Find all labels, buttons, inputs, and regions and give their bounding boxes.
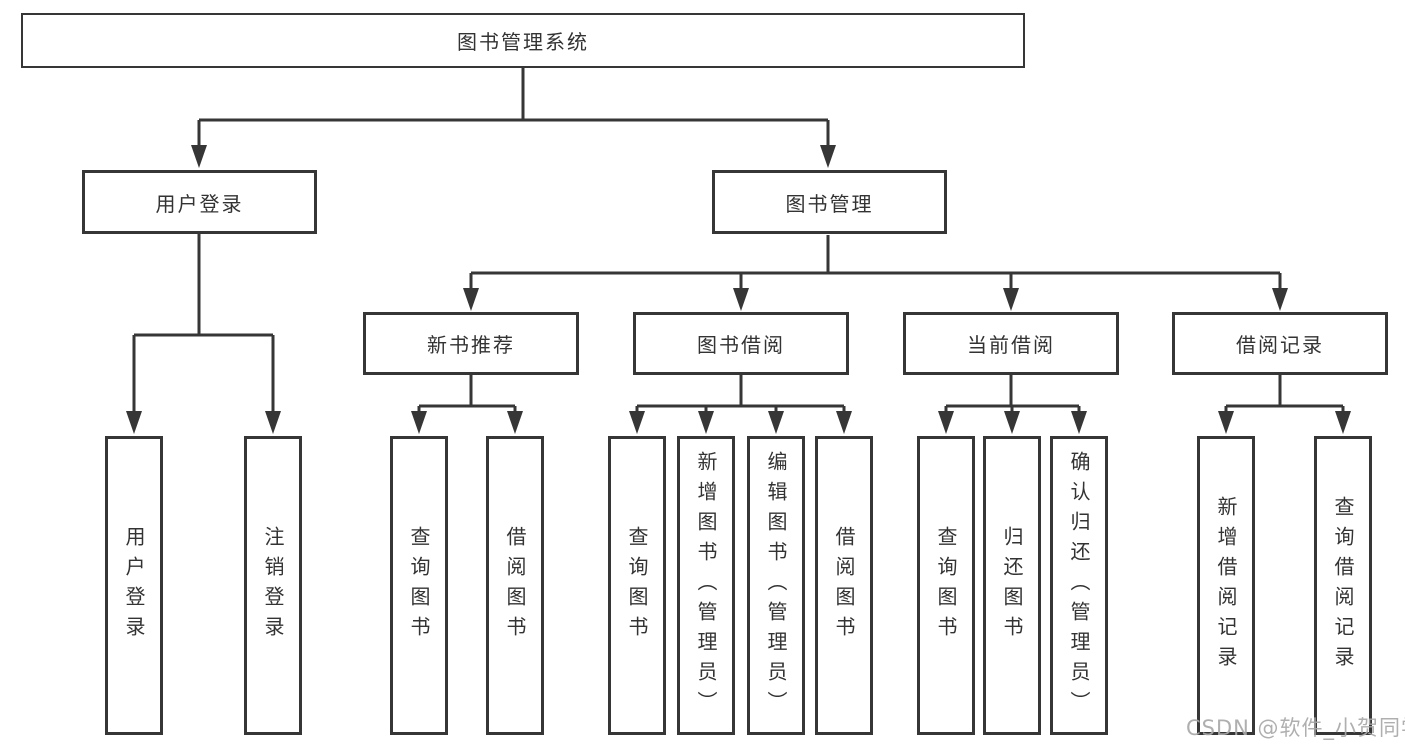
connector-root-to-level2 [197, 68, 830, 147]
leaf-query-books-3: 查询图书 [917, 436, 975, 735]
leaf-add-borrow-record: 新增借阅记录 [1197, 436, 1255, 735]
leaf-logout: 注销登录 [244, 436, 302, 735]
arrowhead [768, 411, 784, 434]
watermark: CSDN @软件_小贺同学 [1186, 716, 1405, 740]
arrowhead [1003, 288, 1019, 311]
arrowhead [733, 288, 749, 311]
leaf-query-books-1: 查询图书 [390, 436, 448, 735]
connector-book-borrowing-to-leaves [635, 375, 846, 413]
connector-new-book-to-leaves [417, 375, 517, 413]
arrowhead [265, 411, 281, 434]
leaf-query-books-2: 查询图书 [608, 436, 666, 735]
leaf-label: 查询图书 [934, 525, 958, 646]
node-book-management: 图书管理 [712, 170, 947, 234]
node-label: 新书推荐 [427, 333, 515, 357]
arrowhead [629, 411, 645, 434]
leaf-label: 归还图书 [1000, 525, 1024, 646]
leaf-confirm-return-admin: 确认归还（管理员） [1050, 436, 1108, 735]
arrowhead [1272, 288, 1288, 311]
arrowhead [507, 411, 523, 434]
arrowhead [938, 411, 954, 434]
leaf-label: 注销登录 [261, 525, 285, 646]
arrowhead [191, 145, 207, 168]
node-label: 用户登录 [155, 191, 244, 216]
leaf-label: 用户登录 [122, 525, 146, 646]
arrowhead [411, 411, 427, 434]
leaf-label: 查询图书 [625, 525, 649, 646]
arrowhead [1004, 411, 1020, 434]
leaf-label: 确认归还（管理员） [1067, 450, 1091, 721]
node-label: 借阅记录 [1236, 333, 1324, 357]
arrowhead [698, 411, 714, 434]
node-library-management-system: 图书管理系统 [21, 13, 1025, 68]
leaf-label: 借阅图书 [503, 525, 527, 646]
leaf-borrow-books-1: 借阅图书 [486, 436, 544, 735]
node-label: 图书借阅 [697, 333, 785, 357]
arrowhead [820, 145, 836, 168]
arrowhead [126, 411, 142, 434]
arrowhead [1071, 411, 1087, 434]
leaf-return-books: 归还图书 [983, 436, 1041, 735]
node-borrowing-records: 借阅记录 [1172, 312, 1388, 375]
leaf-label: 查询图书 [407, 525, 431, 646]
leaf-add-book-admin: 新增图书（管理员） [677, 436, 735, 735]
arrowhead [1218, 411, 1234, 434]
node-label: 当前借阅 [967, 333, 1055, 357]
connector-current-borrowing-to-leaves [944, 375, 1081, 413]
leaf-label: 编辑图书（管理员） [764, 450, 788, 721]
node-label: 图书管理系统 [457, 30, 589, 54]
connector-user-login-to-leaves [132, 233, 275, 413]
node-new-book-recommend: 新书推荐 [363, 312, 579, 375]
node-book-borrowing: 图书借阅 [633, 312, 849, 375]
arrowhead [836, 411, 852, 434]
leaf-label: 查询借阅记录 [1331, 495, 1355, 676]
leaf-user-login: 用户登录 [105, 436, 163, 735]
leaf-label: 新增图书（管理员） [694, 450, 718, 721]
arrowhead [463, 288, 479, 311]
connector-borrow-records-to-leaves [1224, 375, 1345, 413]
node-label: 图书管理 [785, 191, 874, 216]
leaf-label: 新增借阅记录 [1214, 495, 1238, 676]
arrowhead [1335, 411, 1351, 434]
leaf-borrow-books-2: 借阅图书 [815, 436, 873, 735]
node-current-borrowing: 当前借阅 [903, 312, 1119, 375]
leaf-edit-book-admin: 编辑图书（管理员） [747, 436, 805, 735]
connector-book-mgmt-to-level3 [469, 235, 1282, 290]
leaf-query-borrow-record: 查询借阅记录 [1314, 436, 1372, 735]
leaf-label: 借阅图书 [832, 525, 856, 646]
node-user-login: 用户登录 [82, 170, 317, 234]
